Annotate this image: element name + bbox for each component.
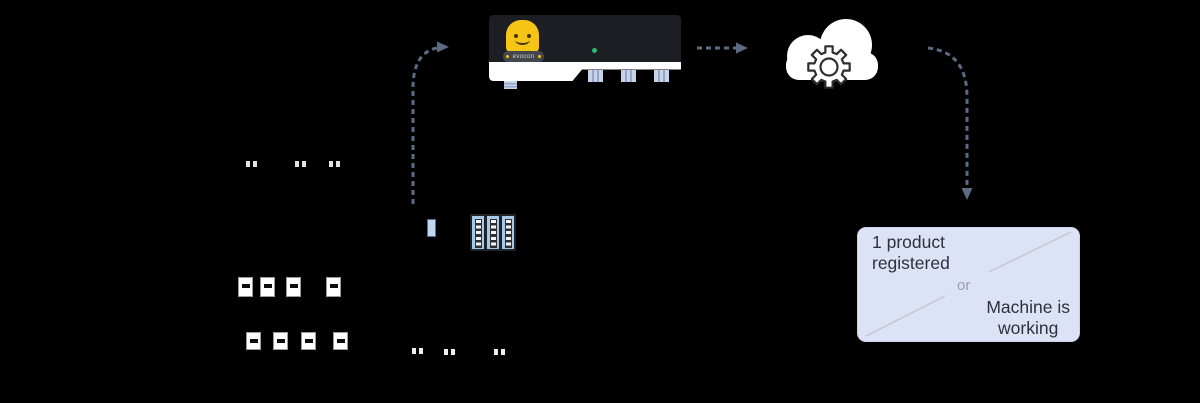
evocon-mascot-icon [506, 20, 539, 53]
gateway-port [621, 70, 636, 82]
bottle-label [326, 277, 341, 297]
machine-dot [412, 348, 416, 354]
bottle-label [301, 332, 316, 350]
bottle-label-dash [276, 339, 285, 343]
machine-dot [302, 161, 306, 167]
gateway-side-port [504, 81, 517, 89]
machine-dot [494, 349, 498, 355]
bottle-label [246, 332, 261, 350]
machine-dot [451, 349, 455, 355]
bottle-label-dash [263, 284, 272, 288]
arrow-cloud-to-result [927, 46, 973, 200]
plc-spare-slot [427, 219, 436, 237]
machine-dot [246, 161, 250, 167]
arrow-plc-to-gateway [411, 41, 449, 204]
result-or-label: or [957, 277, 971, 294]
mascot-smile [515, 35, 530, 45]
gateway-port [654, 70, 669, 82]
gateway-brand-plate: evocon [503, 51, 544, 62]
result-option-2-line-1: Machine is [986, 297, 1070, 317]
machine-dot [419, 348, 423, 354]
plc-module [485, 214, 501, 251]
machine-dot [253, 161, 257, 167]
machine-dot [336, 161, 340, 167]
machine-dot [444, 349, 448, 355]
result-option-1-line-1: 1 product [872, 232, 945, 252]
cloud-icon [786, 19, 878, 80]
gear-icon [807, 45, 851, 89]
gateway-port [588, 70, 603, 82]
machine-dot [295, 161, 299, 167]
status-led [592, 48, 597, 53]
plc-terminal-strip [474, 219, 482, 248]
plc-module [500, 214, 516, 251]
machine-dot [329, 161, 333, 167]
brand-plate-dot [538, 55, 541, 58]
result-option-1: 1 product registered [872, 232, 950, 274]
bottle-label [273, 332, 288, 350]
plc-module [470, 214, 486, 251]
plc-terminal-strip [489, 219, 497, 248]
result-option-2: Machine is working [986, 297, 1070, 339]
bottle-label-dash [329, 284, 338, 288]
bottle-label-dash [289, 284, 298, 288]
bottle-label [286, 277, 301, 297]
gateway-body [489, 62, 681, 81]
bottle-label-dash [249, 339, 258, 343]
bottle-label-dash [304, 339, 313, 343]
brand-plate-dot [506, 55, 509, 58]
result-box: 1 product registered or Machine is worki… [857, 227, 1080, 342]
brand-label: evocon [512, 53, 535, 60]
machine-dot [501, 349, 505, 355]
bottle-label-dash [241, 284, 250, 288]
mascot-eye [527, 34, 531, 38]
result-option-2-line-2: working [998, 318, 1059, 338]
bottle-label [238, 277, 253, 297]
result-option-1-line-2: registered [872, 253, 950, 273]
bottle-label [260, 277, 275, 297]
plc-terminal-strip [504, 219, 512, 248]
bottle-label [333, 332, 348, 350]
bottle-label-dash [336, 339, 345, 343]
